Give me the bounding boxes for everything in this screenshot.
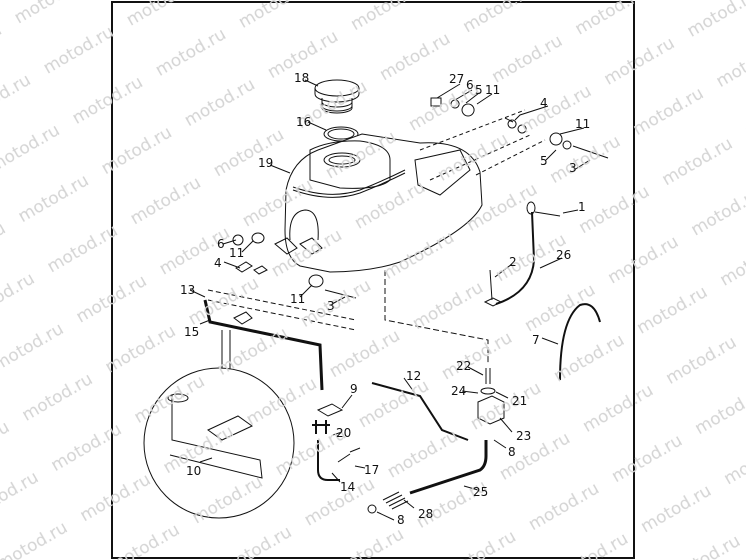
part-label-16[interactable]: 16 <box>296 115 312 129</box>
part-label-2[interactable]: 2 <box>509 255 517 269</box>
part-label-20[interactable]: 20 <box>336 426 352 440</box>
part-label-12[interactable]: 12 <box>406 369 422 383</box>
part-label-11[interactable]: 11 <box>290 292 306 306</box>
part-label-15[interactable]: 15 <box>184 325 200 339</box>
part-label-17[interactable]: 17 <box>364 463 380 477</box>
part-label-4[interactable]: 4 <box>540 96 548 110</box>
fuel-cap-icon <box>314 79 360 114</box>
petcock-valve-icon <box>477 368 505 425</box>
part-label-4[interactable]: 4 <box>214 256 222 270</box>
part-label-18[interactable]: 18 <box>294 71 310 85</box>
part-label-7[interactable]: 7 <box>532 333 540 347</box>
part-label-3[interactable]: 3 <box>569 161 577 175</box>
part-label-8[interactable]: 8 <box>508 445 516 459</box>
detail-circle <box>143 367 295 519</box>
clamp-icon <box>316 403 344 417</box>
part-label-28[interactable]: 28 <box>418 507 434 521</box>
part-label-26[interactable]: 26 <box>556 248 572 262</box>
part-label-11[interactable]: 11 <box>575 117 591 131</box>
part-label-14[interactable]: 14 <box>340 480 356 494</box>
part-label-11[interactable]: 11 <box>485 83 501 97</box>
part-label-5[interactable]: 5 <box>475 83 483 97</box>
vent-hose-icon <box>559 303 601 381</box>
part-label-22[interactable]: 22 <box>456 359 472 373</box>
part-label-25[interactable]: 25 <box>473 485 489 499</box>
part-label-10[interactable]: 10 <box>186 464 202 478</box>
part-label-19[interactable]: 19 <box>258 156 274 170</box>
part-label-9[interactable]: 9 <box>350 382 358 396</box>
part-label-1[interactable]: 1 <box>578 200 586 214</box>
part-label-11[interactable]: 11 <box>229 246 245 260</box>
part-label-23[interactable]: 23 <box>516 429 532 443</box>
part-label-21[interactable]: 21 <box>512 394 528 408</box>
part-label-8[interactable]: 8 <box>397 513 405 527</box>
part-label-5[interactable]: 5 <box>540 154 548 168</box>
spacer-icon <box>251 232 265 244</box>
hose-clamp-icon <box>367 504 377 514</box>
fuel-tank-icon <box>274 133 483 273</box>
part-label-13[interactable]: 13 <box>180 283 196 297</box>
part-label-27[interactable]: 27 <box>449 72 465 86</box>
part-label-6[interactable]: 6 <box>217 237 225 251</box>
part-label-24[interactable]: 24 <box>451 384 467 398</box>
part-label-3[interactable]: 3 <box>327 299 335 313</box>
part-label-6[interactable]: 6 <box>466 78 474 92</box>
